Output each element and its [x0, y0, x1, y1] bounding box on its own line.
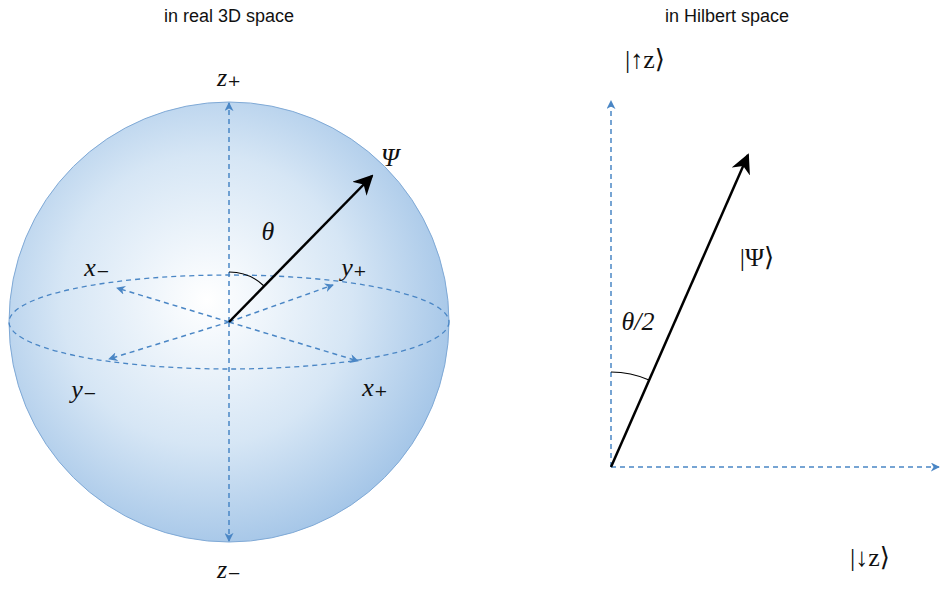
half-angle-arc — [611, 372, 649, 380]
basis-ket-label: |↑z⟩ — [625, 47, 665, 73]
state-label: Ψ — [381, 145, 399, 171]
panel-title: in Hilbert space — [665, 7, 789, 25]
state-ket-vector — [611, 155, 748, 467]
state-vector — [229, 176, 372, 322]
panel-title: in real 3D space — [164, 7, 294, 25]
basis-axes — [611, 101, 939, 467]
axis-label: y₋ — [71, 377, 96, 403]
axis-label: z₋ — [217, 557, 241, 583]
axis-label: z₊ — [217, 65, 241, 91]
angle-arc — [229, 272, 264, 286]
state-ket-label: |Ψ⟩ — [740, 245, 775, 271]
basis-ket-label: |↓z⟩ — [850, 545, 890, 571]
axis-label: y₊ — [341, 255, 366, 281]
axis-label: x₊ — [362, 375, 387, 401]
axis-label: x₋ — [84, 255, 109, 281]
axes — [109, 103, 358, 541]
half-angle-label: θ/2 — [622, 309, 655, 335]
bloch-sphere — [9, 102, 449, 542]
angle-label: θ — [262, 219, 275, 245]
